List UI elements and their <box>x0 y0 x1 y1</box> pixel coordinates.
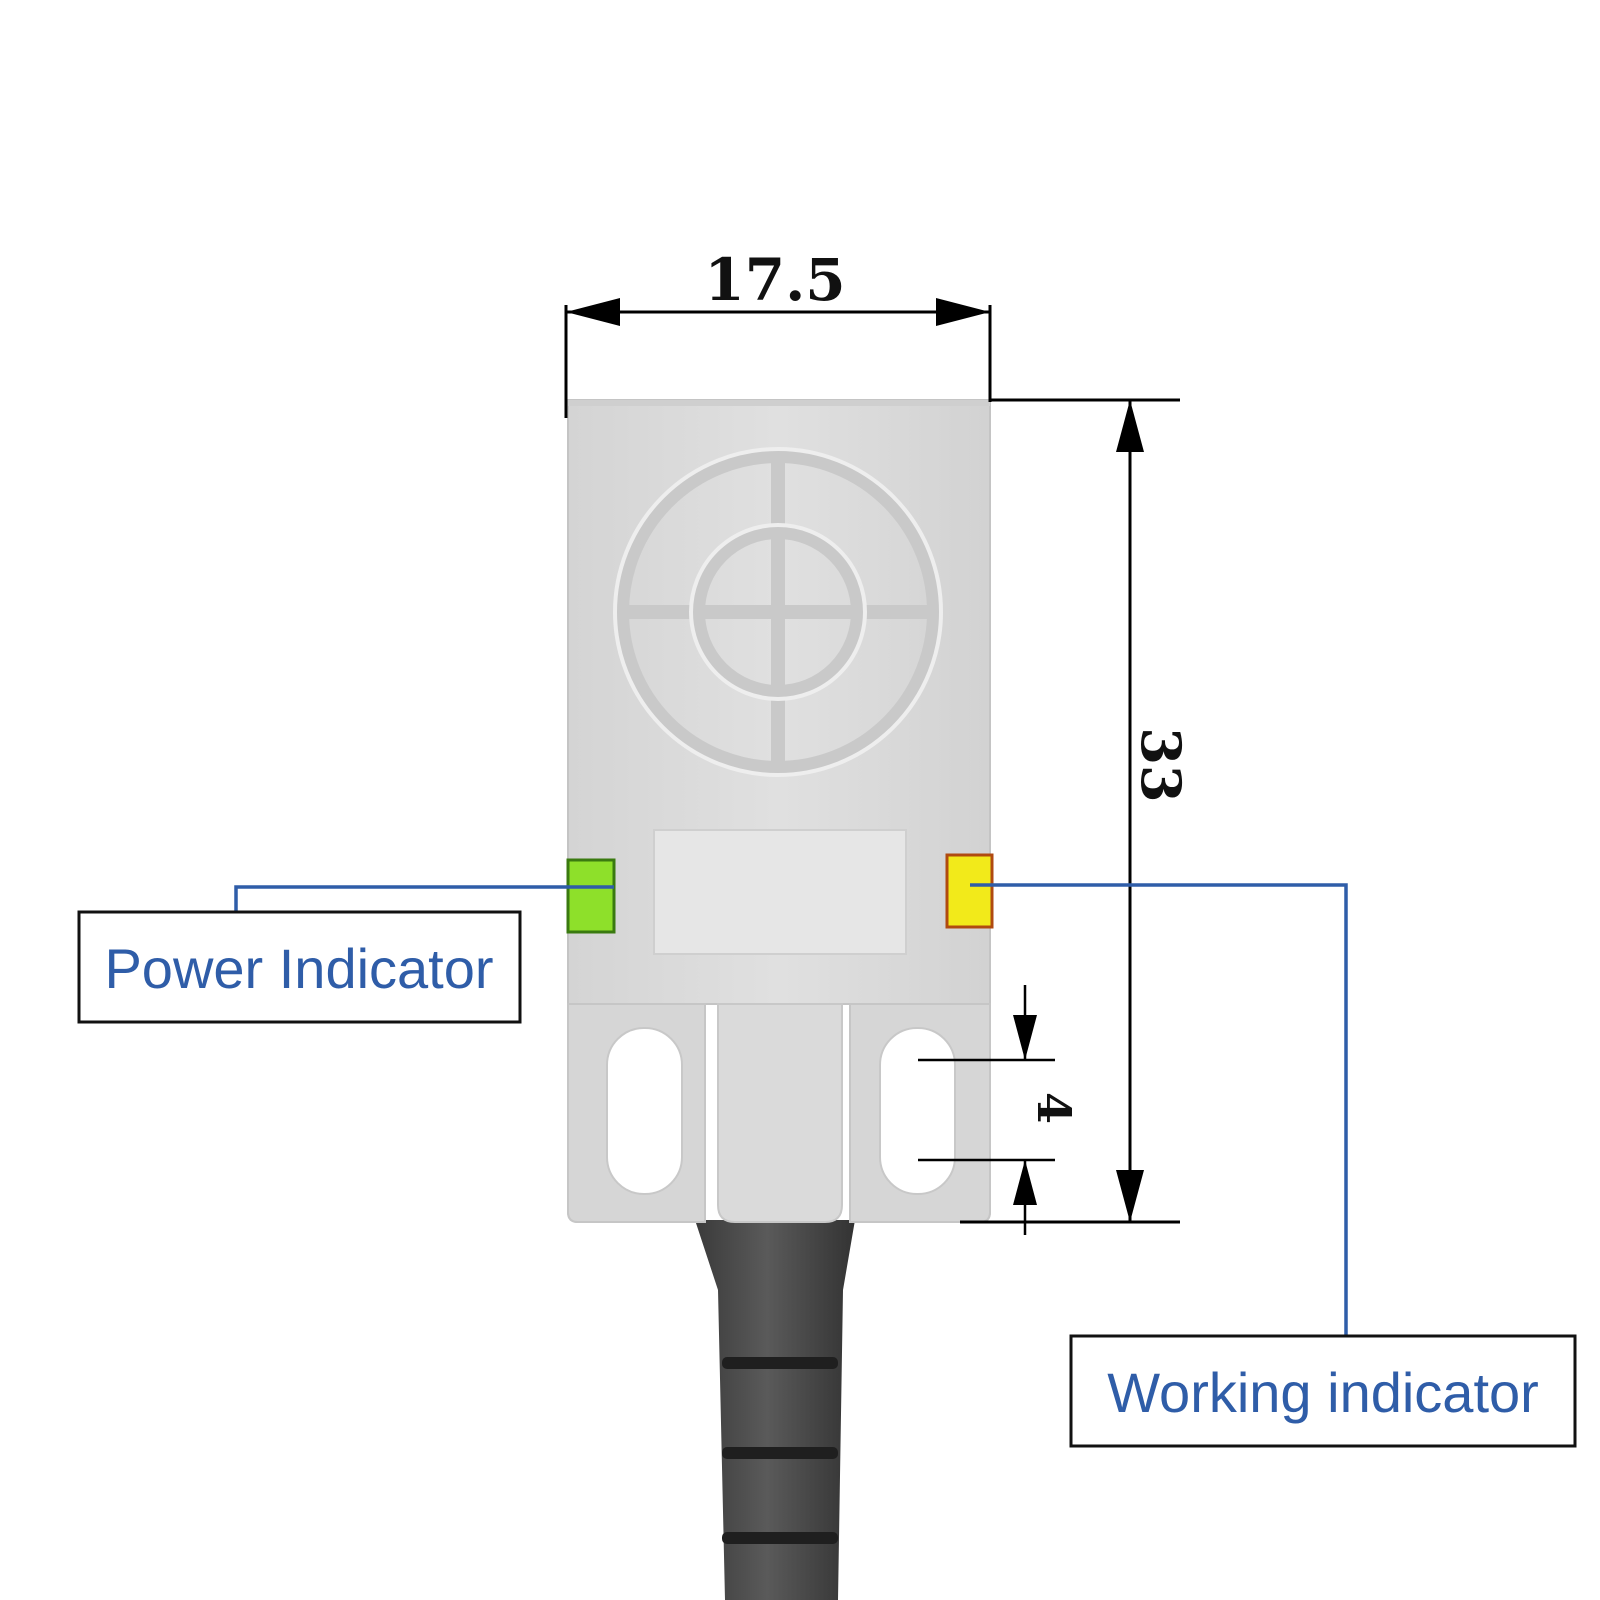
dimension-height <box>960 398 1180 1224</box>
working-indicator-callout: Working indicator <box>970 883 1577 1448</box>
power-indicator-callout: Power Indicator <box>77 885 614 1024</box>
mounting-slot-left <box>606 1027 683 1195</box>
power-label-box <box>77 910 522 1024</box>
working-indicator-label: Working indicator <box>1107 1361 1539 1424</box>
cable-sheath <box>695 1220 855 1600</box>
slot-arrow-top <box>1013 1015 1037 1060</box>
cable-groove <box>722 1357 838 1369</box>
cable-stem <box>717 1003 843 1223</box>
cable-strain-relief-grooves <box>722 1357 838 1544</box>
width-arrow-left <box>566 298 620 326</box>
working-leader-line <box>970 883 1348 1336</box>
working-led <box>945 853 994 929</box>
housing-top-edge <box>568 400 990 406</box>
slot-arrow-bottom <box>1013 1160 1037 1205</box>
target-crosshair-highlight <box>613 447 943 777</box>
mounting-slot-right <box>879 1027 956 1195</box>
width-arrow-right <box>936 298 990 326</box>
height-dimension-label: 33 <box>1129 727 1193 802</box>
slot-dimension-label: 4 <box>1027 1092 1081 1124</box>
target-crosshair-icon <box>615 449 941 775</box>
cable <box>695 1220 855 1600</box>
power-indicator-label: Power Indicator <box>104 937 493 1000</box>
dimension-slot <box>918 985 1055 1235</box>
power-leader-line <box>234 885 614 912</box>
label-window <box>653 829 907 955</box>
sensor-body <box>566 399 994 1223</box>
cable-groove <box>722 1532 838 1544</box>
height-arrow-top <box>1116 400 1144 452</box>
width-dimension-label: 17.5 <box>704 246 845 314</box>
dimension-width <box>564 298 992 418</box>
working-label-box <box>1069 1334 1577 1448</box>
height-arrow-bottom <box>1116 1170 1144 1222</box>
cable-groove <box>722 1447 838 1459</box>
power-led <box>566 858 616 934</box>
